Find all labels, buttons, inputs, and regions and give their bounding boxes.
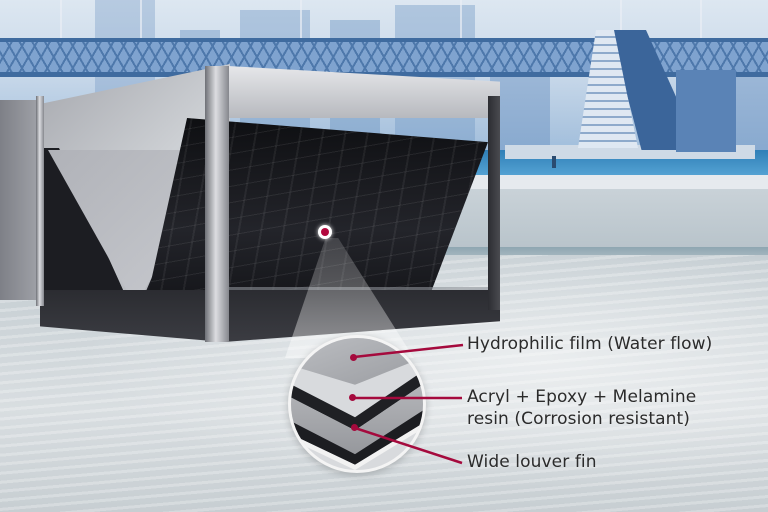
buoy [552,156,556,168]
unit-rear-post [488,96,500,310]
label-line: resin (Corrosion resistant) [467,409,690,429]
label-resin-coating: Acryl + Epoxy + Melamine resin (Corrosio… [467,386,696,430]
callout-origin-marker [318,225,332,239]
label-line: Acryl + Epoxy + Melamine [467,387,697,407]
callout-dot-resin [349,394,356,401]
callout-dot-fin [351,424,358,431]
label-line: Wide louver fin [467,452,597,472]
label-wide-louver-fin: Wide louver fin [467,451,597,473]
unit-left-post [36,96,44,306]
callout-dot-hydrophilic [350,354,357,361]
magnified-fin-crosssection [288,335,426,473]
heat-exchanger-coil [146,118,488,304]
unit-left-module [0,100,42,300]
parapet-wall [430,189,768,247]
label-hydrophilic-film: Hydrophilic film (Water flow) [467,333,712,355]
bridge-tower [676,70,736,152]
roof-ledge [430,175,768,189]
label-line: Hydrophilic film (Water flow) [467,334,713,354]
unit-corner-post [205,66,229,342]
